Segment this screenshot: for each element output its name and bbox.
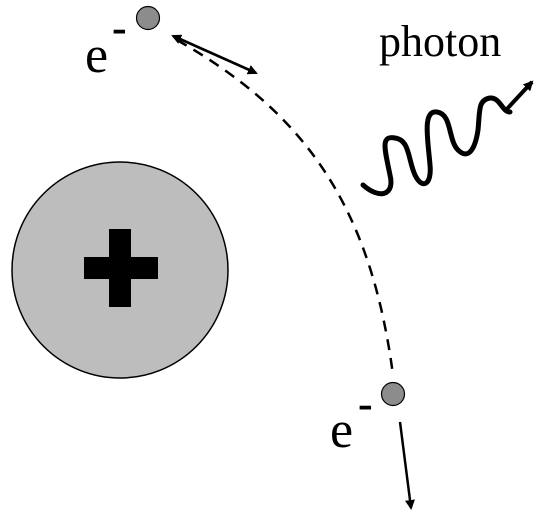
photon-arrow (504, 80, 534, 112)
outgoing-electron-label: e (330, 402, 353, 459)
outgoing-velocity-arrow (398, 421, 415, 510)
outgoing-electron (380, 381, 406, 407)
plus-sign-icon (84, 229, 158, 307)
electron-trajectory (176, 38, 395, 376)
photon-wave (360, 95, 513, 197)
incoming-electron-label: e (85, 27, 108, 84)
photon-label: photon (379, 17, 501, 66)
incoming-electron-charge: - (112, 3, 127, 52)
incoming-velocity-arrow-back (171, 34, 257, 75)
incoming-electron (135, 5, 161, 31)
outgoing-electron-charge: - (358, 379, 373, 428)
